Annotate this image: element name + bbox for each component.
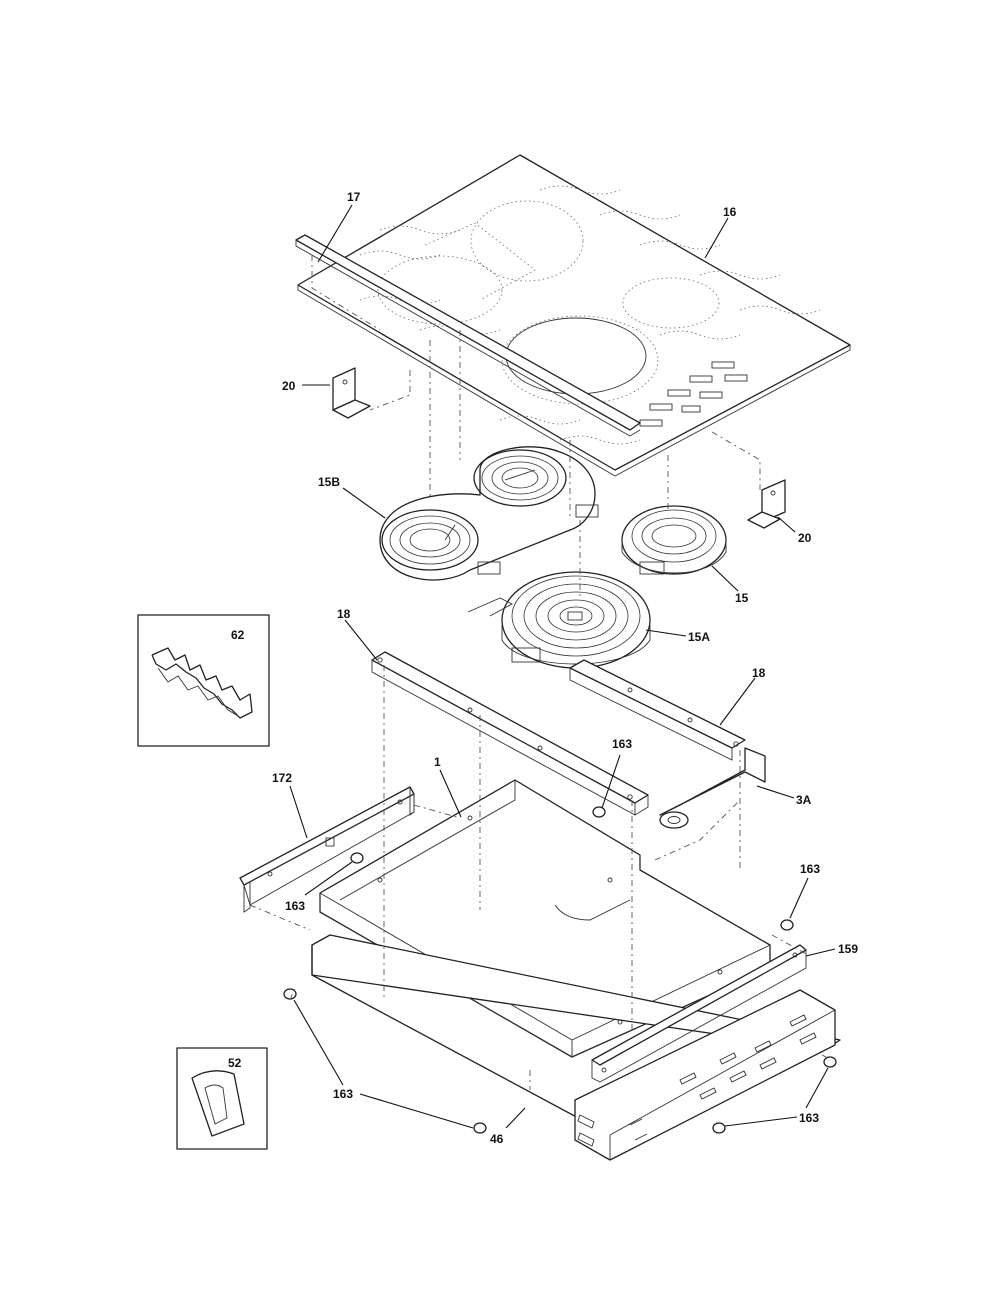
leader-lines xyxy=(289,204,836,1129)
alignment-lines xyxy=(249,255,829,1090)
bracket-left-part-20[interactable] xyxy=(332,367,371,419)
grommets-part-163[interactable] xyxy=(283,806,837,1134)
callout-labels: 17 16 20 20 15B 15 15A 62 18 18 163 1 17… xyxy=(228,190,858,1146)
support-rail-left-part-18[interactable] xyxy=(371,651,649,816)
bracket-part-159[interactable] xyxy=(591,944,807,1083)
callout-20-right: 20 xyxy=(798,531,812,545)
callout-52: 52 xyxy=(228,1056,242,1070)
knob-part-52 xyxy=(191,1070,245,1137)
dual-radiant-element-part-15b[interactable] xyxy=(379,446,599,581)
callout-163-right: 163 xyxy=(800,862,820,876)
bracket-part-172[interactable] xyxy=(239,786,415,913)
support-rail-right-part-18[interactable] xyxy=(569,659,746,761)
callout-17: 17 xyxy=(347,190,361,204)
callout-163-bottom-left: 163 xyxy=(333,1087,353,1101)
callout-46: 46 xyxy=(490,1132,504,1146)
callout-163-bottom-right: 163 xyxy=(799,1111,819,1125)
callout-20-left: 20 xyxy=(282,379,296,393)
bracket-right-part-20[interactable] xyxy=(747,479,786,529)
callout-3a: 3A xyxy=(796,793,812,807)
inset-box-part-62[interactable] xyxy=(137,614,270,747)
callout-16: 16 xyxy=(723,205,737,219)
radiant-element-part-15[interactable] xyxy=(621,505,727,575)
inset-box-part-52[interactable] xyxy=(176,1047,268,1150)
trim-strip-part-17[interactable] xyxy=(295,234,641,437)
callout-15b: 15B xyxy=(318,475,340,489)
callout-18-right: 18 xyxy=(752,666,766,680)
clip-part-62 xyxy=(151,647,253,719)
callout-62: 62 xyxy=(231,628,245,642)
glass-cooktop-part-16[interactable] xyxy=(297,154,851,477)
callout-172: 172 xyxy=(272,771,292,785)
callout-15: 15 xyxy=(735,591,749,605)
callout-18-left: 18 xyxy=(337,607,351,621)
callout-163-bracket: 163 xyxy=(285,899,305,913)
callout-15a: 15A xyxy=(688,630,710,644)
callout-163-rail: 163 xyxy=(612,737,632,751)
callout-1: 1 xyxy=(434,755,441,769)
radiant-element-part-15a[interactable] xyxy=(467,571,651,669)
bracket-part-3a[interactable] xyxy=(659,747,766,829)
callout-159: 159 xyxy=(838,942,858,956)
chassis-part-46[interactable] xyxy=(311,934,841,1161)
